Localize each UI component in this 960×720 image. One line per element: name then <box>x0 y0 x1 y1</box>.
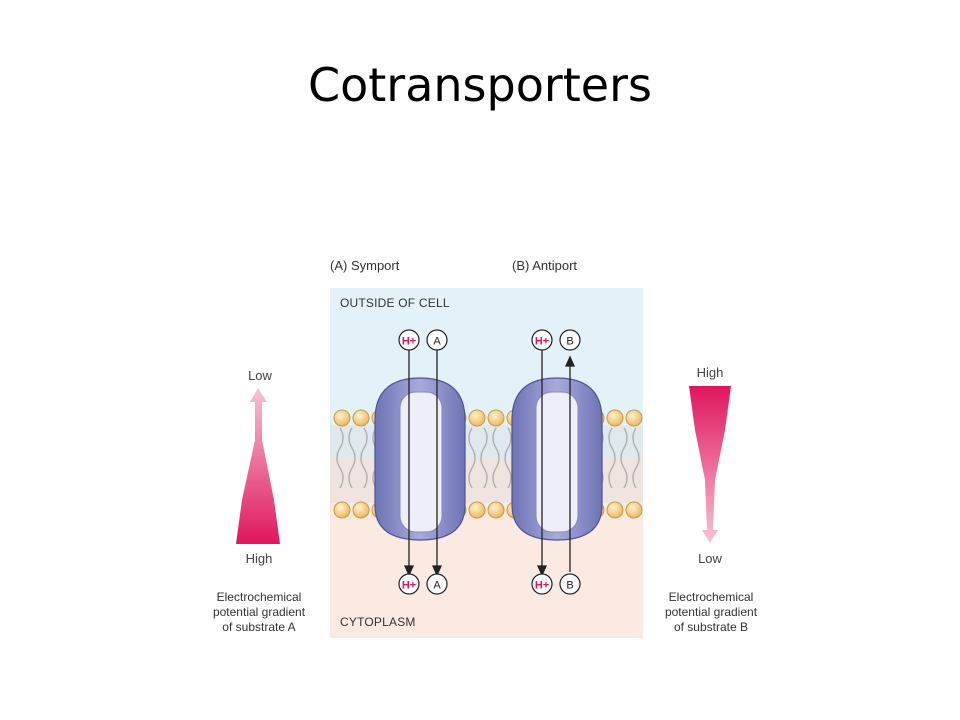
symport-transporter <box>374 377 466 541</box>
outside-label: OUTSIDE OF CELL <box>340 296 450 310</box>
proton-label: H+ <box>402 580 416 592</box>
left-caption: Electrochemical potential gradient of su… <box>184 590 334 635</box>
substrate-a-top: A <box>426 329 448 351</box>
right-top-label: High <box>696 365 724 380</box>
substrate-a-label: A <box>433 580 441 592</box>
panel-a-label: (A) Symport <box>330 258 400 273</box>
caption-line: of substrate B <box>673 620 749 634</box>
proton-top-a: H+ <box>398 329 420 351</box>
proton-bottom-b: H+ <box>531 573 553 595</box>
left-bottom-label: High <box>245 551 273 566</box>
left-top-label: Low <box>248 368 272 383</box>
transport-arrows <box>403 350 576 577</box>
caption-line: Electrochemical <box>668 590 754 604</box>
caption-line: potential gradient <box>212 605 306 619</box>
cytoplasm-label: CYTOPLASM <box>340 615 416 629</box>
substrate-a-bottom: A <box>426 573 448 595</box>
substrate-b-bottom: B <box>559 573 581 595</box>
substrate-b-label: B <box>566 336 573 348</box>
antiport-transporter <box>511 377 603 541</box>
right-bottom-label: Low <box>698 551 722 566</box>
panel-b-label: (B) Antiport <box>512 258 578 273</box>
proton-label: H+ <box>402 336 416 348</box>
right-caption: Electrochemical potential gradient of su… <box>636 590 786 635</box>
left-gradient-arrow <box>236 388 280 544</box>
substrate-a-label: A <box>433 336 441 348</box>
substrate-b-label: B <box>566 580 573 592</box>
caption-line: of substrate A <box>222 620 296 634</box>
caption-line: Electrochemical <box>216 590 302 604</box>
substrate-b-top: B <box>559 329 581 351</box>
caption-line: potential gradient <box>664 605 758 619</box>
slide-title: Cotransporters <box>308 58 652 112</box>
proton-bottom-a: H+ <box>398 573 420 595</box>
proton-label: H+ <box>535 580 549 592</box>
right-gradient-arrow <box>689 386 731 543</box>
proton-top-b: H+ <box>531 329 553 351</box>
proton-label: H+ <box>535 336 549 348</box>
